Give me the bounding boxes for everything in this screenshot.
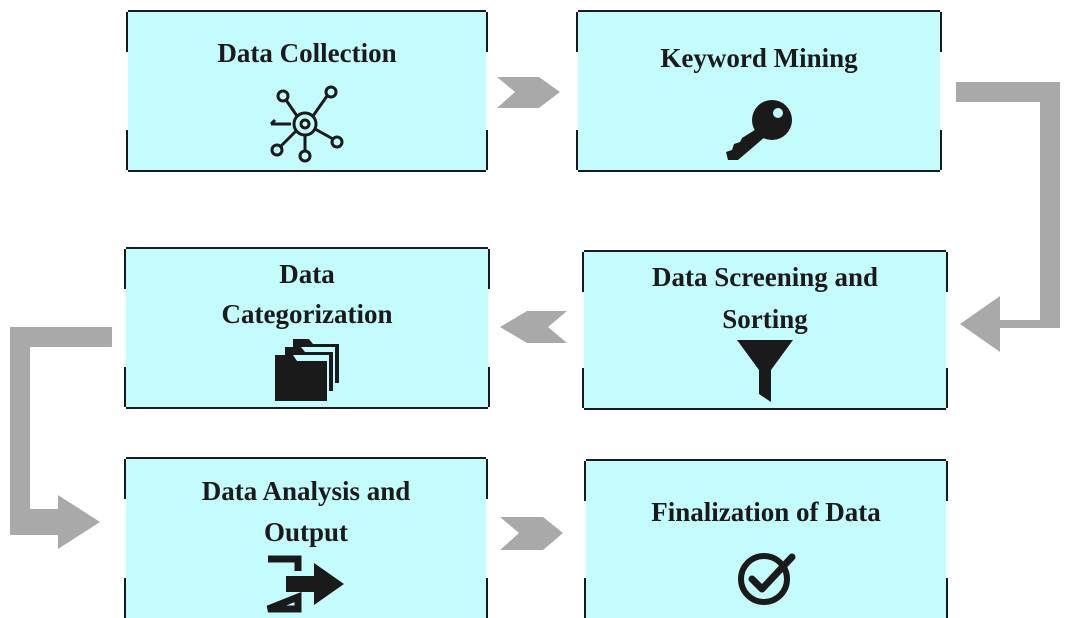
step-title-line-2: Output — [263, 517, 349, 547]
check-circle-icon — [736, 551, 796, 612]
elbow-arrow-right — [956, 82, 1060, 352]
elbow-arrow-left — [10, 327, 112, 549]
step-title-line-1: Data Screening and — [651, 262, 879, 292]
step-title: Finalization of Data — [651, 497, 881, 527]
export-icon — [264, 555, 348, 618]
step-data-screening: Data Screening and Sorting — [582, 250, 948, 410]
funnel-icon — [737, 340, 793, 409]
folders-icon — [273, 339, 341, 406]
chevron-right-arrow-2 — [500, 517, 563, 550]
step-title: Data Collection — [217, 38, 397, 68]
step-title-line-2: Categorization — [221, 299, 393, 329]
step-data-analysis: Data Analysis and Output — [124, 457, 488, 618]
step-data-collection: Data Collection — [126, 10, 488, 172]
key-icon — [724, 98, 794, 169]
step-title: Keyword Mining — [660, 43, 858, 73]
step-finalization: Finalization of Data — [584, 459, 948, 618]
chevron-left-arrow — [500, 311, 567, 343]
step-title-line-1: Data — [279, 259, 335, 289]
network-hub-icon — [269, 84, 345, 169]
step-data-categorization: Data Categorization — [124, 247, 490, 409]
step-title-line-2: Sorting — [722, 304, 808, 334]
step-keyword-mining: Keyword Mining — [576, 10, 942, 172]
step-title-line-1: Data Analysis and — [201, 476, 411, 506]
chevron-right-arrow-1 — [497, 77, 560, 108]
